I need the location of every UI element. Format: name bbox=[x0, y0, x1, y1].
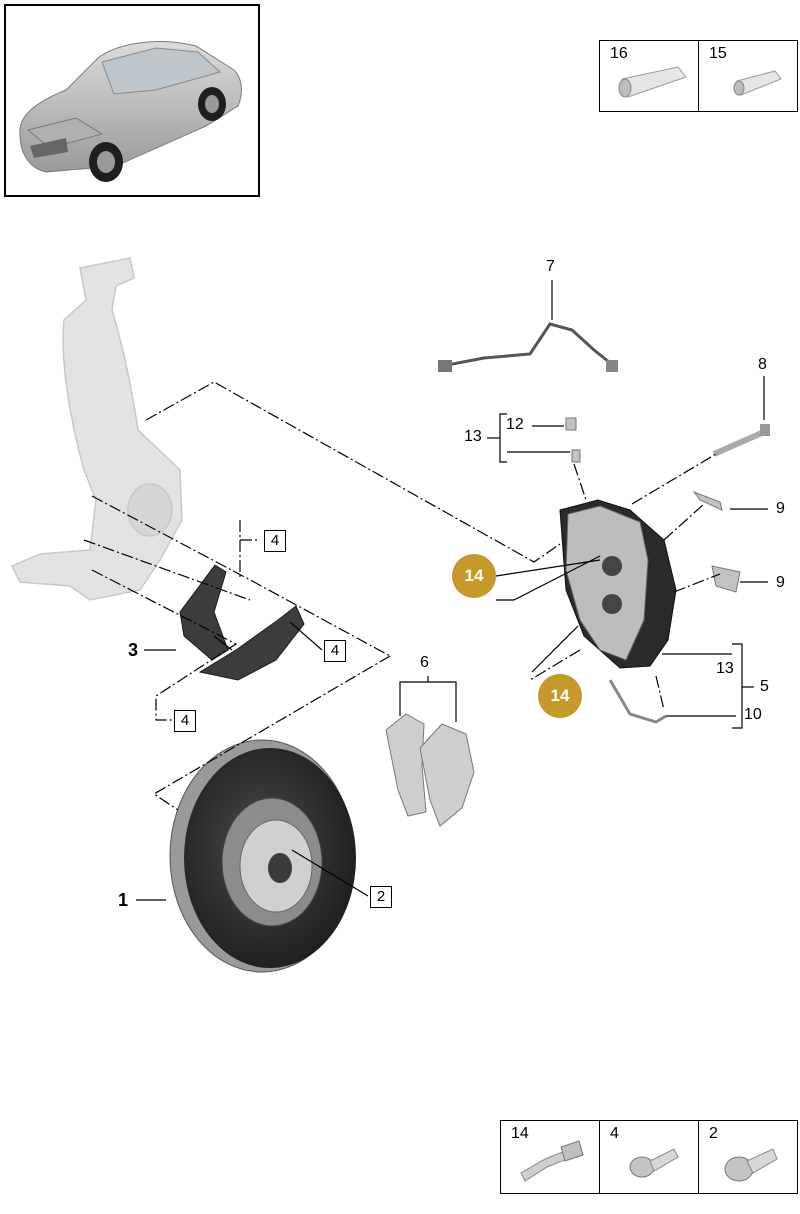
callout-4: 4 bbox=[174, 710, 196, 732]
grease-tube-icon bbox=[733, 70, 782, 96]
part-number: 16 bbox=[610, 45, 628, 62]
brake-pads bbox=[385, 713, 475, 827]
callout-6: 6 bbox=[420, 654, 429, 671]
callout-5: 5 bbox=[760, 678, 769, 695]
vehicle-thumbnail bbox=[4, 4, 260, 197]
callout-12: 12 bbox=[506, 416, 524, 433]
wear-sensor bbox=[441, 322, 615, 368]
screw-icon bbox=[724, 1148, 778, 1182]
part-number: 14 bbox=[511, 1125, 529, 1142]
part-number: 4 bbox=[610, 1125, 619, 1142]
callout-4: 4 bbox=[264, 530, 286, 552]
part-number: 15 bbox=[709, 45, 727, 62]
callout-4: 4 bbox=[324, 640, 346, 662]
screw-icon bbox=[629, 1148, 679, 1178]
callout-10: 10 bbox=[744, 706, 762, 723]
callout-9: 9 bbox=[776, 574, 785, 591]
guide-pin bbox=[712, 429, 766, 457]
brake-disc bbox=[169, 739, 356, 973]
steering-knuckle bbox=[10, 257, 183, 601]
callout-13: 13 bbox=[716, 660, 734, 677]
brake-shield bbox=[179, 564, 305, 681]
bolt-icon bbox=[520, 1140, 584, 1182]
part-cell-15[interactable]: 15 bbox=[698, 40, 798, 112]
callout-3: 3 bbox=[128, 640, 139, 660]
small-parts bbox=[565, 417, 741, 724]
car-icon bbox=[19, 41, 242, 182]
grease-tube-icon bbox=[618, 66, 687, 98]
part-cell-14[interactable]: 14 bbox=[500, 1120, 600, 1194]
callout-7: 7 bbox=[546, 258, 555, 275]
brake-caliper bbox=[559, 499, 677, 669]
callout-13: 13 bbox=[464, 428, 482, 445]
part-cell-16[interactable]: 16 bbox=[599, 40, 699, 112]
callout-14-badge[interactable]: 14 bbox=[452, 554, 496, 598]
callout-2: 2 bbox=[370, 886, 392, 908]
part-cell-2[interactable]: 2 bbox=[698, 1120, 798, 1194]
callout-1: 1 bbox=[118, 890, 129, 910]
callout-9: 9 bbox=[776, 500, 785, 517]
callout-8: 8 bbox=[758, 356, 767, 373]
part-cell-4[interactable]: 4 bbox=[599, 1120, 699, 1194]
part-number: 2 bbox=[709, 1125, 718, 1142]
callout-14-badge[interactable]: 14 bbox=[538, 674, 582, 718]
